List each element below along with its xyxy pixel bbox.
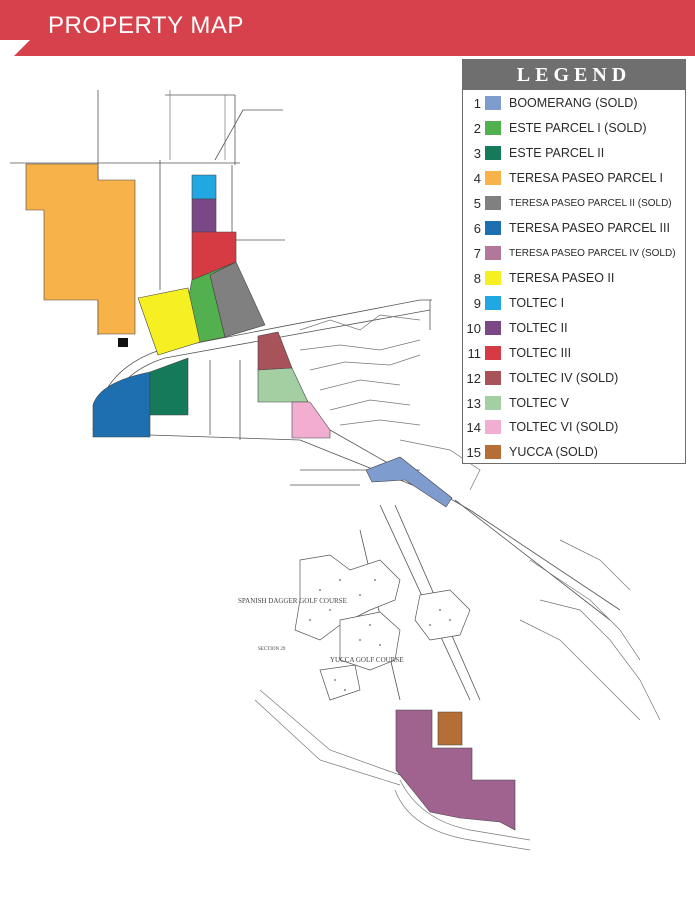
legend-label: ESTE PARCEL II [509, 146, 605, 160]
legend-item: 1 BOOMERANG (SOLD) [463, 93, 687, 113]
legend-label: TOLTEC I [509, 296, 565, 310]
golf-course-label-yucca: YUCCA GOLF COURSE [330, 656, 404, 664]
parcel-toltec-v [257, 367, 309, 403]
parcel-este-parcel-ii [149, 357, 189, 416]
property-map: SPANISH DAGGER GOLF COURSE YUCCA GOLF CO… [10, 90, 661, 851]
legend-number: 11 [467, 346, 482, 361]
parcel-teresa-paseo-ii [137, 287, 201, 356]
legend-label: TERESA PASEO PARCEL III [509, 221, 670, 235]
parcel-boomerang [365, 456, 453, 508]
legend-label: TOLTEC II [509, 321, 568, 335]
legend-number: 12 [466, 371, 481, 386]
legend-label: TERESA PASEO II [509, 271, 615, 285]
legend-label: TOLTEC VI (SOLD) [509, 420, 619, 434]
legend-item: 2 ESTE PARCEL I (SOLD) [463, 118, 687, 138]
legend-title: LEGEND [463, 60, 685, 90]
legend-item: 5 TERESA PASEO PARCEL II (SOLD) [463, 193, 687, 213]
legend-number: 13 [466, 396, 481, 411]
legend-swatch [485, 96, 501, 110]
legend-number: 9 [473, 296, 481, 311]
legend-number: 1 [473, 96, 481, 111]
legend-label: ESTE PARCEL I (SOLD) [509, 121, 647, 135]
legend-label: TERESA PASEO PARCEL IV (SOLD) [509, 248, 676, 259]
parcel-toltec-iv [257, 331, 293, 371]
legend-item: 8 TERESA PASEO II [463, 268, 687, 288]
legend-swatch [485, 346, 501, 360]
parcel-teresa-paseo-parcel-iv [395, 709, 516, 831]
legend-label: TOLTEC IV (SOLD) [509, 371, 619, 385]
parcel-toltec-ii [191, 198, 217, 233]
parcel-teresa-paseo-parcel-iii [92, 371, 151, 438]
legend-label: TOLTEC V [509, 396, 569, 410]
legend-number: 6 [473, 221, 481, 236]
legend-number: 14 [466, 420, 481, 435]
legend-number: 3 [473, 146, 481, 161]
legend-label: TERESA PASEO PARCEL I [509, 171, 663, 185]
legend-item: 10 TOLTEC II [463, 318, 687, 338]
parcel-teresa-paseo-parcel-i [25, 163, 136, 335]
legend-item: 12 TOLTEC IV (SOLD) [463, 368, 687, 388]
legend-number: 2 [473, 121, 481, 136]
page-title: PROPERTY MAP [48, 12, 244, 39]
section-label: SECTION 29 [258, 647, 286, 652]
golf-course-label-spanish-dagger: SPANISH DAGGER GOLF COURSE [238, 597, 347, 605]
parcel-toltec-vi [291, 401, 331, 439]
legend-swatch [485, 420, 501, 434]
legend-label: YUCCA (SOLD) [509, 445, 598, 459]
legend-swatch [485, 445, 501, 459]
parcel-toltec-i [191, 174, 217, 200]
parcel-yucca [437, 711, 463, 746]
legend-label: TERESA PASEO PARCEL II (SOLD) [509, 198, 672, 209]
legend-swatch [485, 171, 501, 185]
legend-item: 13 TOLTEC V [463, 393, 687, 413]
legend-item: 15 YUCCA (SOLD) [463, 442, 687, 462]
legend-number: 8 [473, 271, 481, 286]
legend-swatch [485, 196, 501, 210]
parcel-teresa-paseo-parcel-ii [209, 261, 266, 338]
legend-item: 11 TOLTEC III [463, 343, 687, 363]
legend-item: 14 TOLTEC VI (SOLD) [463, 417, 687, 437]
legend-item: 4 TERESA PASEO PARCEL I [463, 168, 687, 188]
legend-swatch [485, 121, 501, 135]
legend-swatch [485, 221, 501, 235]
legend-label: TOLTEC III [509, 346, 572, 360]
map-legend: LEGEND 1 BOOMERANG (SOLD) 2 ESTE PARCEL … [462, 59, 686, 464]
legend-swatch [485, 396, 501, 410]
legend-label: BOOMERANG (SOLD) [509, 96, 638, 110]
legend-number: 10 [466, 321, 481, 336]
header-background [0, 0, 695, 56]
legend-swatch [485, 371, 501, 385]
header-banner: PROPERTY MAP [0, 0, 695, 56]
legend-swatch [485, 321, 501, 335]
property-marker [118, 338, 128, 347]
legend-number: 5 [473, 196, 481, 211]
legend-swatch [485, 146, 501, 160]
legend-number: 15 [466, 445, 481, 460]
legend-number: 7 [473, 246, 481, 261]
legend-swatch [485, 271, 501, 285]
legend-item: 6 TERESA PASEO PARCEL III [463, 218, 687, 238]
legend-swatch [485, 246, 501, 260]
legend-item: 7 TERESA PASEO PARCEL IV (SOLD) [463, 243, 687, 263]
legend-number: 4 [473, 171, 481, 186]
legend-item: 9 TOLTEC I [463, 293, 687, 313]
legend-item: 3 ESTE PARCEL II [463, 143, 687, 163]
legend-swatch [485, 296, 501, 310]
